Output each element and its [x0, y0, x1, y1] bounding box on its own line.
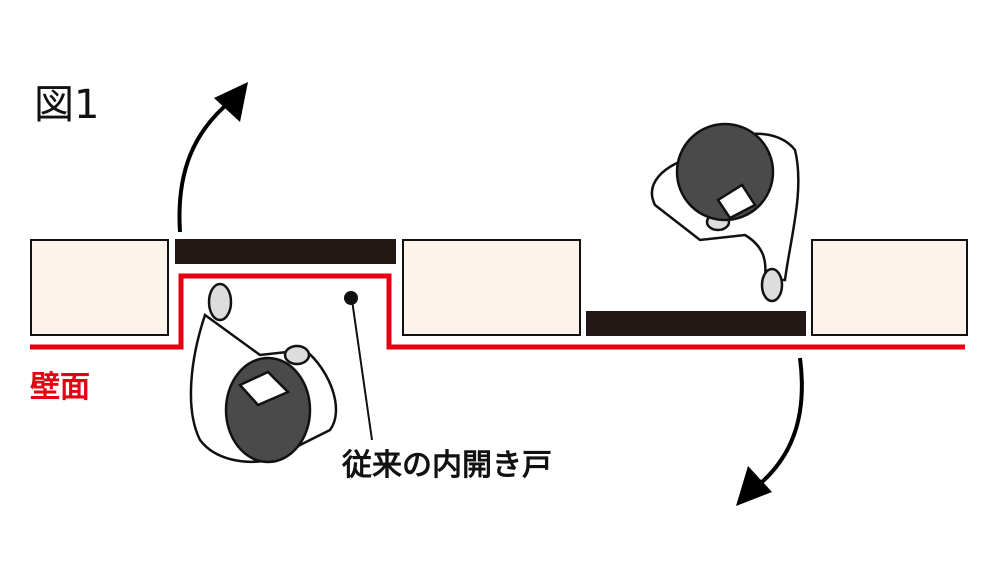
outward-door	[586, 311, 806, 336]
wall-block-right	[811, 239, 968, 336]
leader-line	[351, 299, 373, 441]
figure-label: 図1	[34, 82, 100, 128]
inward-door	[175, 239, 396, 264]
wall-block-middle	[402, 239, 581, 336]
person-left-icon	[189, 282, 338, 464]
inward-door-label: 従来の内開き戸	[342, 448, 552, 483]
swing-arrow-up-icon	[177, 98, 234, 233]
person-right-icon	[650, 122, 800, 303]
arrowhead-up-icon	[214, 82, 248, 122]
wall-surface-label: 壁面	[30, 370, 90, 405]
swing-arrow-down-icon	[753, 357, 804, 490]
arrowhead-down-icon	[736, 466, 772, 506]
door-knob-icon	[344, 291, 358, 305]
wall-surface-line	[30, 273, 965, 350]
wall-block-left	[30, 239, 169, 336]
